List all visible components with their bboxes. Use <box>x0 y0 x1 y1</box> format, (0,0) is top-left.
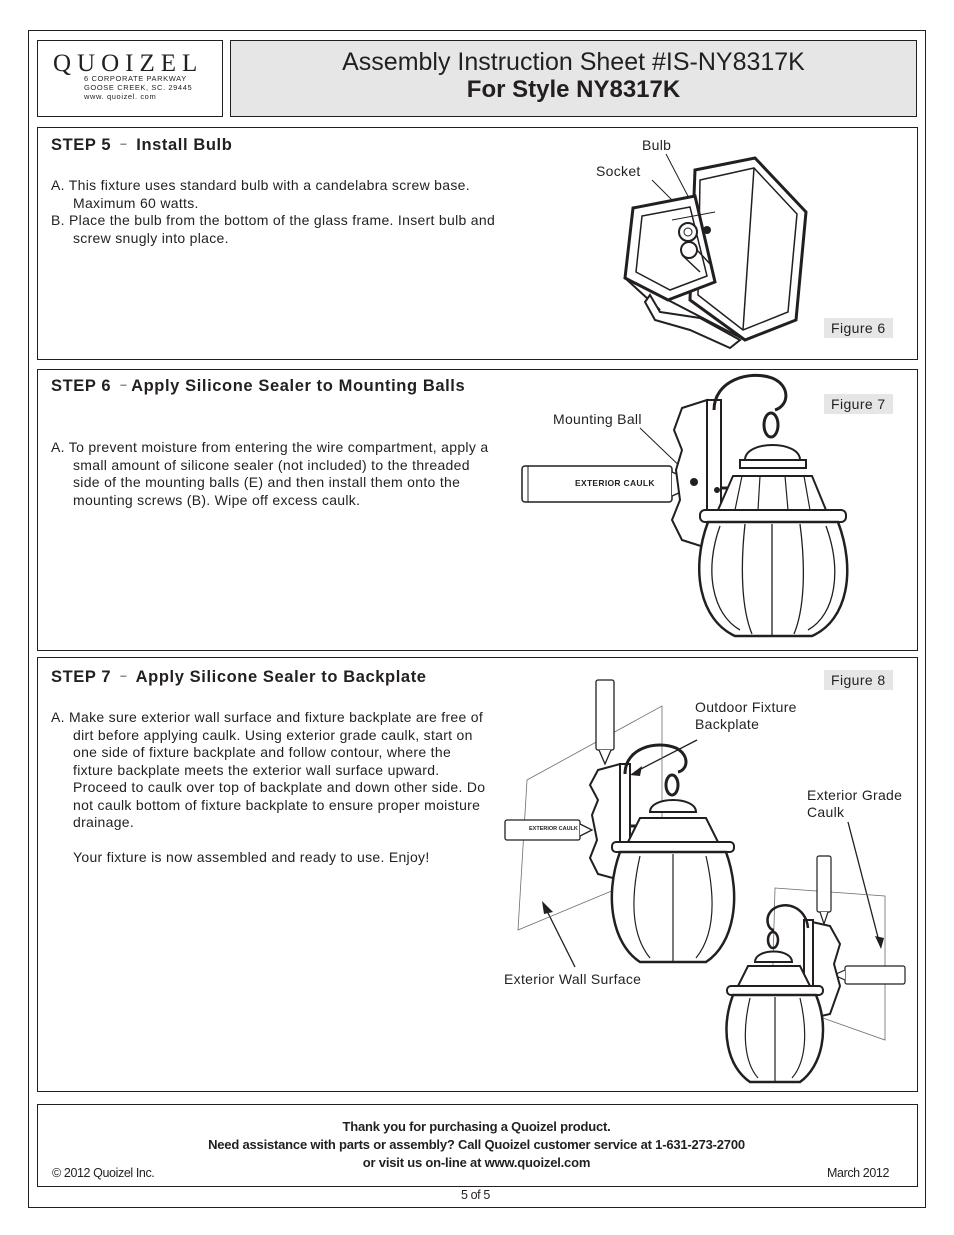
instruction-item: B. Place the bulb from the bottom of the… <box>51 212 496 246</box>
caulk-callout: Exterior Grade Caulk <box>807 787 903 820</box>
address-line: GOOSE CREEK, SC. 29445 <box>84 83 193 92</box>
caulk-tube-label: EXTERIOR CAULK <box>575 478 655 488</box>
closing-note: Your fixture is now assembled and ready … <box>73 849 430 865</box>
address-line: 6 CORPORATE PARKWAY <box>84 74 187 83</box>
bulb-callout: Bulb <box>642 137 672 153</box>
caulk-tube-label: EXTERIOR CAULK <box>529 826 578 832</box>
footer-date: March 2012 <box>827 1166 890 1180</box>
footer-website: or visit us on-line at www.quoizel.com <box>362 1155 591 1170</box>
figure8-label: Figure 8 <box>824 670 893 690</box>
page-number: 5 of 5 <box>461 1188 490 1202</box>
sheet-title: Assembly Instruction Sheet #IS-NY8317K <box>342 48 805 76</box>
socket-callout: Socket <box>596 163 641 179</box>
title-box: Assembly Instruction Sheet #IS-NY8317K F… <box>230 40 917 117</box>
step-dash: – <box>120 670 128 682</box>
figure7-label: Figure 7 <box>824 394 893 414</box>
footer-thanks: Thank you for purchasing a Quoizel produ… <box>342 1119 611 1134</box>
step6-instructions: A. To prevent moisture from entering the… <box>51 439 491 509</box>
copyright-text: 2012 Quoizel Inc. <box>63 1166 155 1180</box>
instruction-item: A. This fixture uses standard bulb with … <box>51 177 470 211</box>
copyright-icon: © <box>52 1166 61 1180</box>
backplate-callout: Outdoor Fixture Backplate <box>695 699 797 732</box>
step-title: Install Bulb <box>136 136 233 154</box>
step7-panel <box>37 657 918 1092</box>
step-title: Apply Silicone Sealer to Mounting Balls <box>131 377 466 395</box>
company-address: 6 CORPORATE PARKWAY GOOSE CREEK, SC. 294… <box>84 74 192 101</box>
step6-panel <box>37 369 918 651</box>
step-title: Apply Silicone Sealer to Backplate <box>135 668 427 686</box>
style-title: For Style NY8317K <box>466 76 681 103</box>
figure6-label: Figure 6 <box>824 318 893 338</box>
footer-box <box>37 1104 918 1187</box>
company-logo: QUOIZEL <box>53 50 204 77</box>
logo-box <box>37 40 223 117</box>
footer-assistance: Need assistance with parts or assembly? … <box>208 1137 745 1152</box>
copyright: © 2012 Quoizel Inc. <box>52 1166 155 1180</box>
mounting-ball-callout: Mounting Ball <box>553 411 642 427</box>
wall-callout: Exterior Wall Surface <box>504 971 642 987</box>
step-number: STEP 6 <box>51 377 112 395</box>
step5-instructions: A. This fixture uses standard bulb with … <box>51 177 501 247</box>
step5-panel <box>37 127 918 360</box>
step-dash: – <box>120 379 128 391</box>
instruction-item: A. Make sure exterior wall surface and f… <box>51 709 486 830</box>
step-number: STEP 5 <box>51 136 112 154</box>
step6-heading: STEP 6 – Apply Silicone Sealer to Mounti… <box>51 376 501 399</box>
step-dash: – <box>120 138 128 150</box>
address-line: www. quoizel. com <box>84 92 157 101</box>
page-border <box>28 30 926 1208</box>
step7-heading: STEP 7 – Apply Silicone Sealer to Backpl… <box>51 667 427 690</box>
step-number: STEP 7 <box>51 668 112 686</box>
step5-heading: STEP 5 – Install Bulb <box>51 135 232 158</box>
step7-instructions: A. Make sure exterior wall surface and f… <box>51 709 491 867</box>
instruction-item: A. To prevent moisture from entering the… <box>51 439 489 508</box>
